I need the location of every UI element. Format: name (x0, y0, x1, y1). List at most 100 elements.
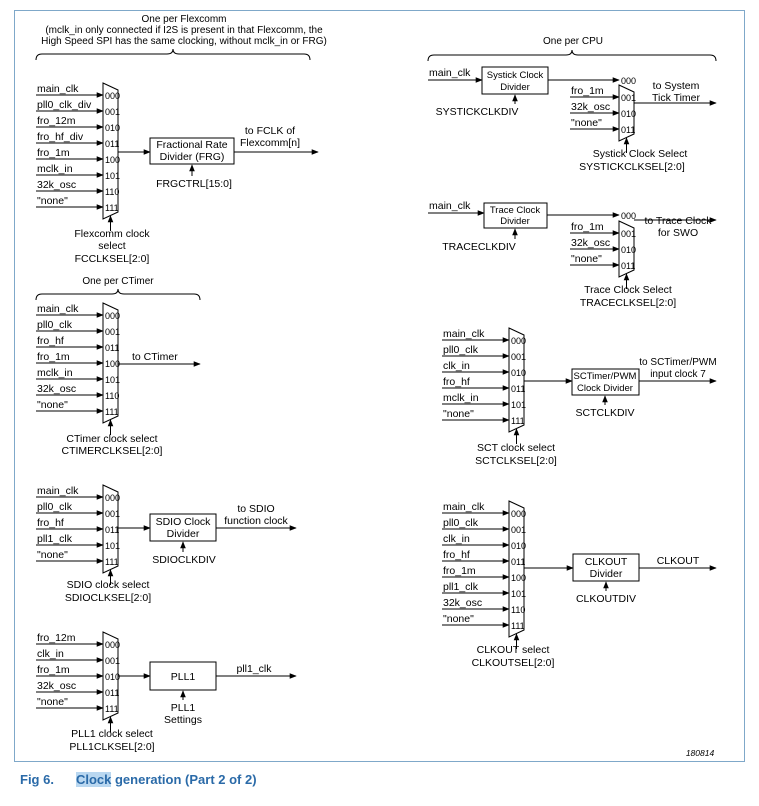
sct-input-label: pll0_clk (443, 344, 479, 356)
sdio-output-label: function clock (224, 515, 288, 527)
flexcomm-select-label: Flexcomm clock (74, 228, 150, 240)
flexcomm-select-register: FCCLKSEL[2:0] (75, 253, 150, 265)
sct-input-label: clk_in (443, 360, 470, 372)
flexcomm-input-label: fro_hf_div (37, 131, 84, 143)
ctimer-select-code: 101 (105, 375, 120, 385)
figure-title-highlight: Clock (75, 772, 112, 787)
sdio-input-label: fro_hf (37, 517, 64, 529)
clkout-input-label: fro_1m (443, 565, 476, 577)
trace-input-label: 32k_osc (571, 237, 610, 249)
ctimer-select-code: 000 (105, 311, 120, 321)
pll1-output-label: pll1_clk (236, 663, 272, 675)
clkout-select-register: CLKOUTSEL[2:0] (472, 657, 555, 669)
clkout-divider-block (572, 553, 640, 582)
ctimer-select-code: 001 (105, 327, 120, 337)
clkout-divider-label: CLKOUT (585, 556, 628, 568)
clkout-select-code: 110 (511, 605, 525, 615)
sct-divider-register: SCTCLKDIV (576, 407, 635, 419)
ctimer-input-label: pll0_clk (37, 319, 73, 331)
sct-divider-block (571, 368, 640, 396)
cpu-brace-label: One per CPU (543, 36, 603, 47)
pll1-input-label: "none" (37, 696, 68, 708)
flexcomm-input-label: fro_1m (37, 147, 70, 159)
sct-select-label: SCT clock select (477, 442, 555, 454)
clkout-select-code: 000 (511, 509, 526, 519)
clkout-input-label: clk_in (443, 533, 470, 545)
sdio-input-label: main_clk (37, 485, 79, 497)
clkout-select-code: 111 (511, 621, 525, 631)
sdio-output-label: to SDIO (237, 503, 274, 515)
figure-id: 180814 (686, 748, 715, 758)
flexcomm-select-code: 100 (105, 155, 120, 165)
systick-input-label: fro_1m (571, 85, 604, 97)
flexcomm-brace-label: One per Flexcomm (141, 14, 226, 25)
ctimer-select-code: 011 (105, 343, 119, 353)
flexcomm-input-label: pll0_clk_div (37, 99, 92, 111)
ctimer-input-label: mclk_in (37, 367, 73, 379)
trace-divider-block (483, 202, 548, 229)
sct-select-code: 011 (511, 384, 525, 394)
sct-select-code: 101 (511, 400, 526, 410)
sct-select-code: 111 (511, 416, 525, 426)
trace-select-label: Trace Clock Select (584, 284, 672, 296)
ctimer-select-label: CTimer clock select (66, 433, 157, 445)
systick-select-code: 011 (621, 125, 635, 135)
clkout-input-label: main_clk (443, 501, 485, 513)
sct-select-register: SCTCLKSEL[2:0] (475, 455, 557, 467)
systick-input-label: 32k_osc (571, 101, 610, 113)
flexcomm-input-label: "none" (37, 195, 68, 207)
trace-input-label: fro_1m (571, 221, 604, 233)
pll1-select-register: PLL1CLKSEL[2:0] (69, 741, 154, 753)
ctimer-brace-label: One per CTimer (82, 276, 154, 287)
systick-input-label: main_clk (429, 67, 471, 79)
flexcomm-input-label: mclk_in (37, 163, 73, 175)
sct-select-code: 000 (511, 336, 526, 346)
flexcomm-brace (35, 48, 311, 61)
trace-select-code: 011 (621, 261, 635, 271)
sdio-select-register: SDIOCLKSEL[2:0] (65, 592, 151, 604)
sdio-select-code: 000 (105, 493, 120, 503)
sdio-input-label: "none" (37, 549, 68, 561)
systick-input-label: "none" (571, 117, 602, 129)
ctimer-input-label: main_clk (37, 303, 79, 315)
sct-input-label: mclk_in (443, 392, 479, 404)
trace-select-register: TRACECLKSEL[2:0] (580, 297, 676, 309)
sct-divider-label: Clock Divider (577, 383, 633, 394)
pll1-settings-label: PLL1 (171, 702, 196, 714)
trace-output-label: for SWO (658, 227, 698, 239)
sdio-select-code: 111 (105, 557, 119, 567)
sdio-divider-label: Divider (167, 528, 200, 540)
ctimer-mux (102, 302, 119, 424)
clkout-divider-label: Divider (590, 568, 623, 580)
ctimer-input-label: "none" (37, 399, 68, 411)
ctimer-select-code: 110 (105, 391, 119, 401)
sct-output-label: input clock 7 (650, 369, 706, 380)
sct-divider-label: SCTimer/PWM (574, 371, 637, 382)
pll1-settings-label: Settings (164, 714, 202, 726)
flexcomm-output-label: to FCLK of (245, 125, 295, 137)
clkout-select-label: CLKOUT select (477, 644, 550, 656)
ctimer-select-code: 100 (105, 359, 120, 369)
flexcomm-select-code: 110 (105, 187, 119, 197)
systick-select-code: 001 (621, 93, 636, 103)
trace-divider-register: TRACECLKDIV (442, 241, 516, 253)
clkout-select-code: 100 (511, 573, 526, 583)
trace-input-label: "none" (571, 253, 602, 265)
ctimer-output-label: to CTimer (132, 351, 178, 363)
systick-select-register: SYSTICKCLKSEL[2:0] (579, 161, 685, 173)
clkout-input-label: pll0_clk (443, 517, 479, 529)
pll1-input-label: clk_in (37, 648, 64, 660)
trace-select-code: 001 (621, 229, 636, 239)
sct-select-code: 010 (511, 368, 526, 378)
sct-input-label: "none" (443, 408, 474, 420)
trace-input-label: main_clk (429, 200, 471, 212)
sct-mux (508, 327, 525, 433)
flexcomm-mux (102, 82, 119, 220)
clkout-select-code: 101 (511, 589, 526, 599)
figure-number: Fig 6. (20, 772, 54, 787)
clkout-input-label: 32k_osc (443, 597, 482, 609)
clkout-input-label: fro_hf (443, 549, 470, 561)
flexcomm-input-label: 32k_osc (37, 179, 76, 191)
frg-register: FRGCTRL[15:0] (156, 178, 232, 190)
sdio-divider-register: SDIOCLKDIV (152, 554, 216, 566)
